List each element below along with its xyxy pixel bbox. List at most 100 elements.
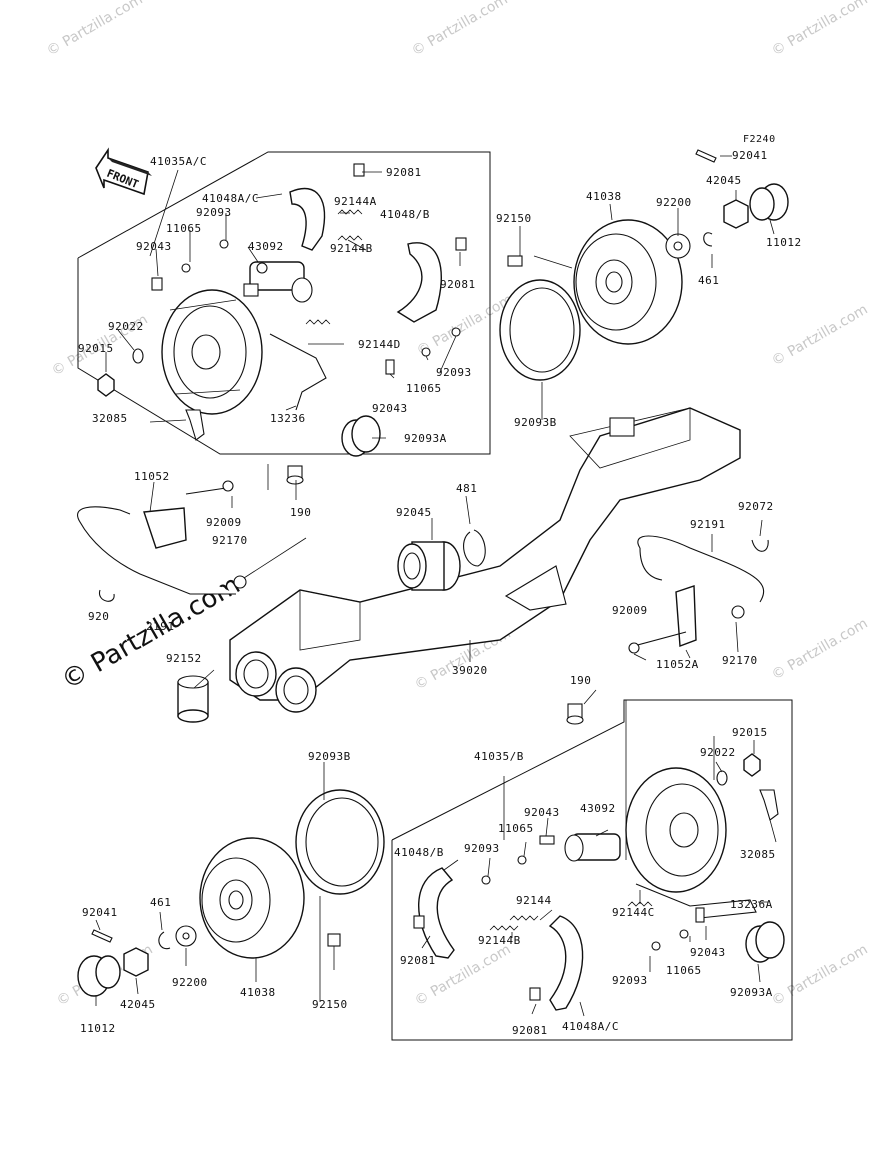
label-32085: 32085 [92,412,128,425]
washer-11065-bottom2 [679,929,689,939]
label-92043: 92043 [524,806,560,819]
washer-92093-bottom2 [651,941,661,951]
label-461: 461 [150,896,171,909]
label-92022: 92022 [108,320,144,333]
label-11052a: 11052A [656,658,699,671]
clip-32085 [185,409,205,441]
bracket-11052a [675,585,697,647]
label-42045: 42045 [120,998,156,1011]
washer-92093 [219,239,229,249]
label-92072: 920 [88,610,109,623]
watermark-text: © Partzilla.com [412,942,514,1010]
label-92009: 92009 [612,604,648,617]
label-92144b: 92144B [330,242,373,255]
bottom-right-brake-assembly: 190 92015 92022 41035/B 43092 92043 1106… [391,674,793,1041]
label-92150: 92150 [312,998,348,1011]
watermark-text: © Partzilla.com [769,616,871,684]
label-92170: 92170 [212,534,248,547]
label-92093: 92093 [464,842,500,855]
label-11065: 11065 [406,382,442,395]
label-41035ac: 41035A/C [150,155,207,168]
label-92015: 92015 [78,342,114,355]
brake-drum-bottom-bore [228,890,244,910]
diagram-code: F2240 [743,134,776,145]
nut-92015 [97,373,115,397]
label-41048ac: 41048A/C [202,192,259,205]
cap-11012-top [749,183,789,221]
label-43092: 43092 [580,802,616,815]
label-92093a: 92093A [730,986,773,999]
leader-lines [519,155,775,420]
bolt-92009-head [222,480,234,492]
bolt-92150 [507,255,523,267]
label-92093a: 92093A [404,432,447,445]
bottom-left-drum-group: 92093B 92041 461 92200 41038 92150 42045… [77,750,385,1035]
label-11012: 11012 [80,1022,116,1035]
label-92144: 92144 [516,894,552,907]
leader-lines [105,169,461,439]
cotter-pin-92041-bottom [91,929,113,943]
label-92093: 92093 [196,206,232,219]
clip-92022 [132,348,144,364]
washer-11065 [421,347,431,357]
cotter-pin-92041 [695,149,717,163]
label-92191: 92191 [690,518,726,531]
spring-92144a [337,209,363,215]
nut-42045 [723,199,749,229]
assembly-box [77,151,491,455]
bolt-92009-right-head [628,642,640,654]
top-right-drum-group: 92041 42045 41038 92200 92150 461 11012 … [496,149,801,429]
assembly-box [391,699,793,1041]
label-92041: 92041 [82,906,118,919]
label-92144b: 92144B [478,934,521,947]
washer-92093 [451,327,461,337]
label-92009: 92009 [206,516,242,529]
clip-92081 [353,163,365,177]
label-92015: 92015 [732,726,768,739]
watermark-text: © Partzilla.com [44,0,146,59]
label-92041: 92041 [732,149,768,162]
axle-housing-bracket [569,407,691,469]
label-461: 461 [698,274,719,287]
top-left-brake-assembly: 41035A/C 92081 41048A/C 92093 11065 9204… [77,151,491,457]
label-41038: 41038 [586,190,622,203]
label-92150: 92150 [496,212,532,225]
label-92093b: 92093B [514,416,557,429]
nut-92015-bottom [743,753,761,777]
lever-13236a [635,883,757,919]
pin-92043-bottom2 [695,907,705,923]
brake-shoe-bottom-right [548,915,584,1011]
label-92144c: 92144C [612,906,655,919]
clip-92072 [98,589,115,602]
watermark-text: © Partzilla.com [409,0,511,59]
label-92045: 92045 [396,506,432,519]
brake-shoe-top-right [396,242,442,323]
label-92081: 92081 [440,278,476,291]
label-92043: 92043 [372,402,408,415]
wheel-cylinder-bottom [564,833,621,862]
bolt-92009 [185,487,227,495]
pin-92043 [151,277,163,291]
label-190: 190 [570,674,591,687]
label-11065: 11065 [666,964,702,977]
label-41038: 41038 [240,986,276,999]
clip-92081 [455,237,467,251]
clip-92170-right [731,605,745,619]
snap-ring-481 [463,529,486,567]
label-42045: 42045 [706,174,742,187]
pin-92043-bottom [539,835,555,845]
clip-92170 [233,575,247,589]
leader-lines [421,689,777,1017]
washer-92200-bottom-bore [182,932,190,940]
label-92043: 92043 [690,946,726,959]
brake-shoe-bottom-left [418,867,455,959]
clip-32085-bottom [759,789,779,821]
watermark-text: © Partzilla.com [769,942,871,1010]
label-92152: 92152 [166,652,202,665]
clip-92081-bottom [529,987,541,1001]
label-92191: 2191 [146,620,175,633]
clip-461-bottom [158,931,171,950]
label-41035b: 41035/B [474,750,524,763]
watermark-text: © Partzilla.com [769,302,871,370]
